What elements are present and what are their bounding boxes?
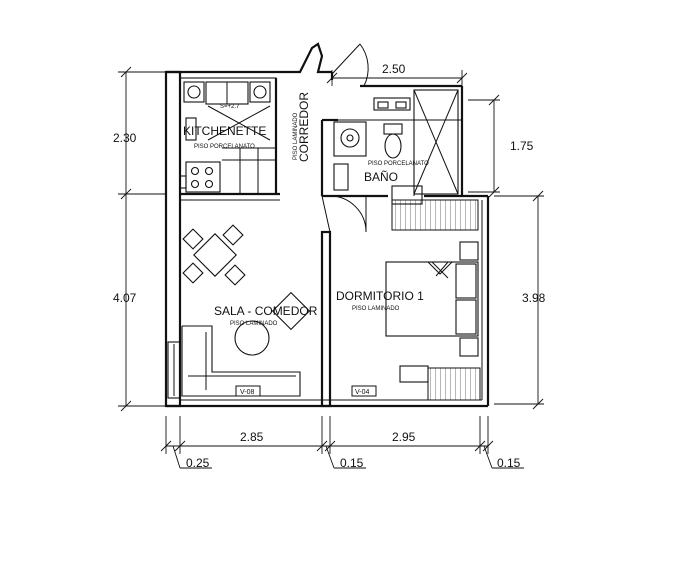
kitchenette-furniture: S=+2.7 bbox=[179, 77, 277, 195]
room-floor-sala: PISO LAMINADO bbox=[230, 321, 278, 327]
room-name-kitchenette: KITCHENETTE bbox=[183, 124, 266, 138]
wardrobe-bottom bbox=[427, 367, 481, 401]
dim-right-bottom: 3.98 bbox=[522, 291, 546, 305]
dim-wall-right: 0.15 bbox=[497, 456, 521, 470]
dim-wall-left: 0.25 bbox=[186, 456, 210, 470]
sofa bbox=[181, 325, 301, 397]
toilet-icon bbox=[383, 123, 403, 135]
shower-icon bbox=[413, 89, 459, 195]
bedroom-door bbox=[321, 195, 331, 233]
doors bbox=[321, 43, 369, 233]
window-sala-tag: V-08 bbox=[240, 389, 255, 396]
dim-bottom-right: 2.95 bbox=[392, 430, 416, 444]
wardrobe-top bbox=[391, 199, 479, 231]
sala-furniture: V-08 bbox=[167, 224, 311, 399]
room-floor-dormitorio: PISO LAMINADO bbox=[352, 306, 400, 312]
entry-door bbox=[331, 43, 361, 75]
room-name-sala: SALA - COMEDOR bbox=[214, 304, 318, 318]
corridor-entry bbox=[282, 42, 332, 74]
room-labels: KITCHENETTE PISO PORCELANATO CORREDOR PI… bbox=[183, 92, 429, 327]
washbasin-icon bbox=[333, 121, 367, 157]
dim-bottom-left: 2.85 bbox=[240, 430, 264, 444]
dim-left-bottom: 4.07 bbox=[113, 291, 137, 305]
stove-icon bbox=[185, 161, 221, 193]
window-dorm-tag: V-04 bbox=[355, 389, 370, 396]
room-name-bano: BAÑO bbox=[364, 170, 398, 184]
room-name-dormitorio: DORMITORIO 1 bbox=[336, 289, 424, 303]
coffee-table bbox=[234, 320, 270, 356]
room-floor-kitchenette: PISO PORCELANATO bbox=[194, 144, 255, 150]
dormitorio-furniture: V-04 bbox=[351, 185, 481, 401]
dim-wall-middle: 0.15 bbox=[340, 456, 364, 470]
dim-right-top: 1.75 bbox=[510, 139, 534, 153]
stair-mark: S=+2.7 bbox=[220, 104, 240, 110]
room-name-corredor: CORREDOR bbox=[297, 92, 311, 162]
sink-icon bbox=[183, 81, 205, 103]
dim-left-top: 2.30 bbox=[113, 131, 137, 145]
bathroom-furniture bbox=[333, 89, 459, 195]
dining-table bbox=[193, 233, 237, 277]
room-floor-corredor: PISO LAMINADO bbox=[293, 112, 299, 160]
middle-wall bbox=[320, 230, 332, 408]
dim-top-bath: 2.50 bbox=[382, 62, 406, 76]
dimension-lines: 2.30 4.07 2.50 1.75 3.98 bbox=[113, 62, 546, 470]
room-floor-bano: PISO PORCELANATO bbox=[368, 161, 429, 167]
